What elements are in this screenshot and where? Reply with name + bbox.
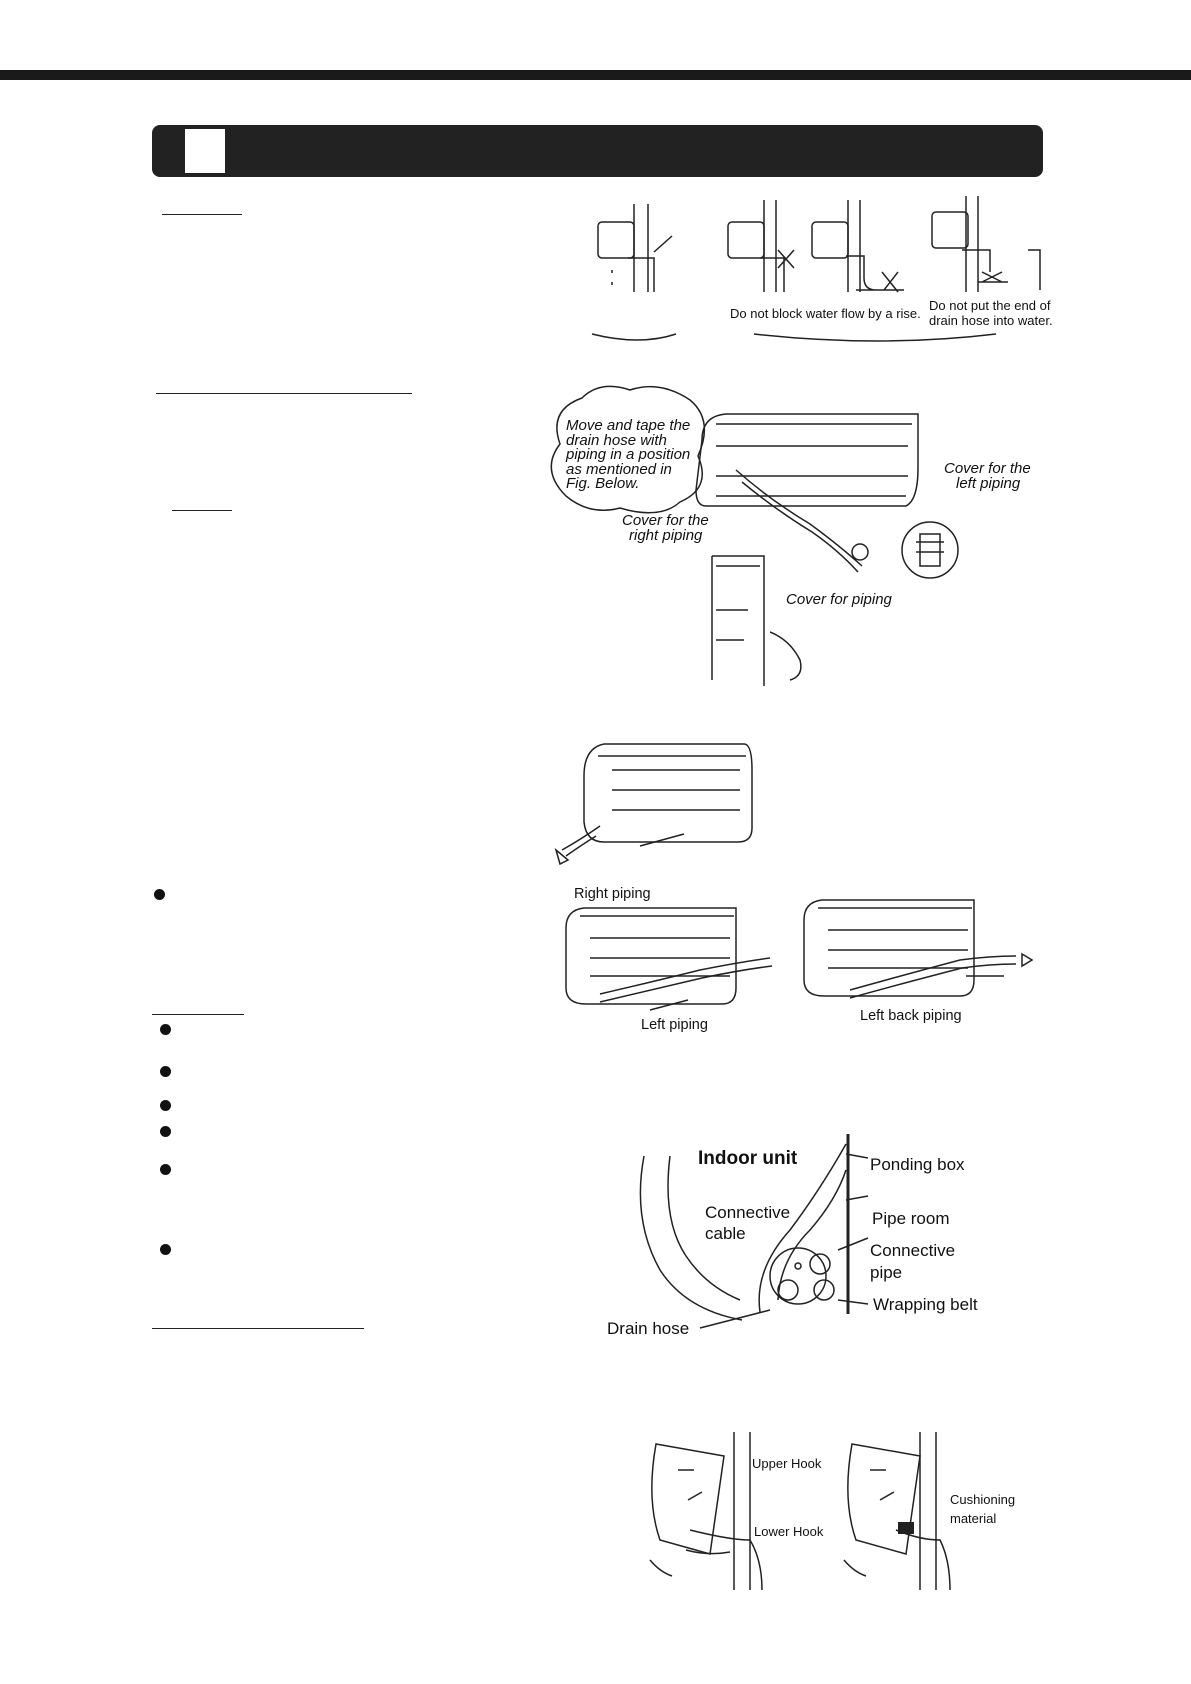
left-piping-unit [565, 907, 773, 1011]
bullet [160, 1066, 171, 1077]
pipe-bundle [769, 1247, 827, 1305]
label-connective-pipe-1: Connective [870, 1241, 956, 1260]
label-connective-pipe-2: pipe [870, 1263, 903, 1282]
label-upper-hook: Upper Hook [752, 1456, 822, 1471]
label-cover-left-1: Cover for the [944, 460, 1031, 477]
section-header-banner [152, 125, 1043, 177]
label-connective-cable-2: cable [705, 1224, 746, 1243]
label-cover-left-2: left piping [956, 475, 1021, 492]
heading-underline-wrapping [152, 1014, 244, 1015]
unit-outer [639, 1155, 743, 1321]
callout-text-3: piping in a position [566, 446, 691, 463]
brace-left [591, 333, 677, 341]
label-drain-hose: Drain hose [607, 1319, 690, 1338]
label-no-block: Do not block water flow by a rise. [730, 306, 921, 321]
callout-cloud [550, 385, 706, 514]
drain-diagram-correct [597, 204, 673, 292]
callout-text-5: Fig. Below. [566, 475, 640, 492]
label-cover-right-1: Cover for the [622, 512, 709, 529]
callout-text-1: Move and tape the [566, 417, 691, 434]
label-lower-hook: Lower Hook [754, 1524, 824, 1539]
heading-underline-piping [156, 393, 412, 394]
cushioning-block [898, 1522, 914, 1534]
callout-text-4: as mentioned in [566, 461, 672, 478]
label-no-water-1: Do not put the end of [929, 298, 1051, 313]
bullet [154, 889, 165, 900]
label-no-water-2: drain hose into water. [929, 313, 1053, 328]
bullet [160, 1024, 171, 1035]
label-pipe-room: Pipe room [872, 1209, 950, 1228]
bullet [160, 1126, 171, 1137]
hook-install-right [843, 1432, 951, 1591]
label-cover-right-2: right piping [629, 527, 703, 544]
hook-install-left [649, 1432, 763, 1591]
drain-diagram-water [931, 196, 1041, 292]
bullet [160, 1244, 171, 1255]
label-cushioning-1: Cushioning [950, 1492, 1016, 1507]
label-cushioning-2: material [950, 1511, 997, 1526]
left-back-piping-unit [803, 899, 1034, 999]
label-left-piping: Left piping [641, 1017, 708, 1033]
callout-text-2: drain hose with [566, 432, 667, 449]
label-ponding-box: Ponding box [870, 1155, 965, 1174]
label-left-back-piping: Left back piping [860, 1008, 962, 1024]
heading-underline-note [172, 510, 232, 511]
brace-right [753, 333, 997, 342]
indoor-unit-back [695, 413, 919, 507]
label-indoor-unit: Indoor unit [698, 1148, 798, 1169]
label-right-piping: Right piping [574, 886, 651, 902]
section-number-box [185, 129, 225, 173]
drain-plug-inset [901, 521, 959, 579]
heading-underline-install [152, 1328, 364, 1329]
drain-hose [735, 469, 863, 567]
heading-underline-drain [162, 214, 242, 215]
label-cover-piping: Cover for piping [786, 591, 892, 608]
top-rule [0, 70, 1191, 80]
bullet [160, 1164, 171, 1175]
drain-diagram-rise [727, 200, 904, 293]
indoor-unit-front [583, 743, 753, 843]
label-wrapping-belt: Wrapping belt [873, 1295, 978, 1314]
label-connective-cable-1: Connective [705, 1203, 791, 1222]
bullet [160, 1100, 171, 1111]
